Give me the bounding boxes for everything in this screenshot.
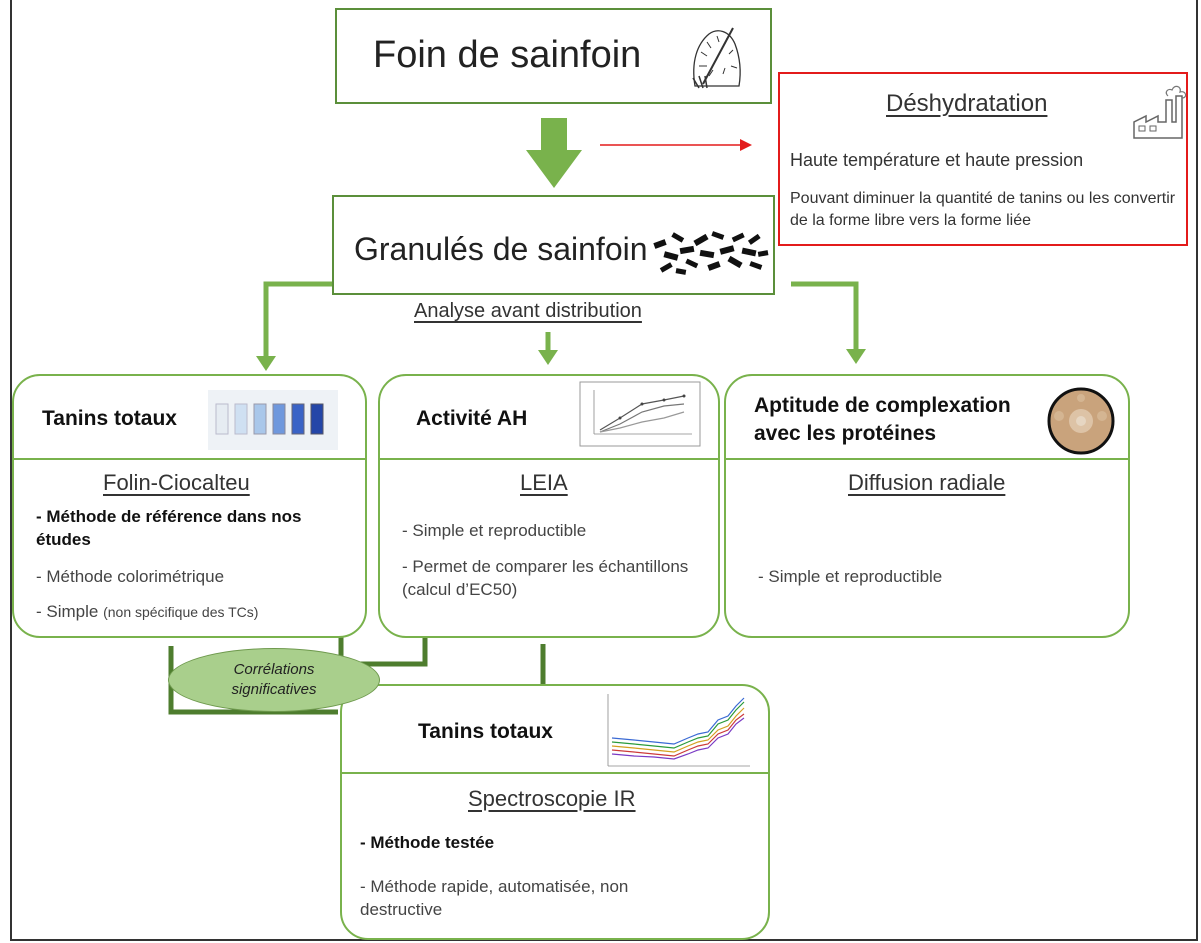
box1-item1-text: - Méthode de référence dans nos études [36,507,302,549]
line-graph-icon [579,381,701,447]
spectra-icon [607,694,750,767]
hay-box: Foin de sainfoin [335,8,772,104]
box4-method: Spectroscopie IR [468,786,636,811]
box2-item2: - Permet de comparer les échantillons (c… [402,557,689,599]
box3-item1: - Simple et reproductible [758,567,943,586]
analysis-label: Analyse avant distribution [414,300,642,322]
box1-item1: - Méthode de référence dans nos études [36,506,346,552]
correlation-ellipse: Corrélations significatives [168,648,380,712]
big-down-arrow [526,118,582,188]
box4-divider [342,772,768,774]
box4-item1: - Méthode testée [360,832,494,855]
correlation-line1: Corrélations [233,661,315,678]
figure-frame [10,0,1198,941]
box1-method: Folin-Ciocalteu [103,470,250,495]
box2-method: LEIA [520,470,568,495]
correlation-line2: significatives [231,681,317,698]
box3-divider [726,458,1128,460]
dehydration-line2: Pouvant diminuer la quantité de tanins o… [790,190,1176,229]
hay-title: Foin de sainfoin [373,34,642,76]
box1-header: Tanins totaux [42,407,177,430]
branch-left [263,281,333,358]
arrow-right-head [846,349,866,364]
box4-item2: - Méthode rapide, automatisée, non destr… [360,877,629,919]
box3-header-line1: Aptitude de complexation [754,394,1011,417]
hay-fork-icon [692,27,741,89]
ah-activity-leia-box: Activité AH LEIA - Simple et reproductib… [378,374,720,638]
box2-divider [380,458,718,460]
box1-item2: - Méthode colorimétrique [36,567,225,586]
cuvettes-icon [208,390,338,450]
branch-right [791,281,859,351]
box1-item3-main: - Simple [36,602,104,621]
petri-dish-icon [1047,387,1115,455]
box3-header-line2: avec les protéines [754,422,937,445]
dehydration-line1: Haute température et haute pression [790,150,1084,170]
total-tannins-ir-box: Tanins totaux Spectroscopie IR - Méthode… [340,684,770,940]
connector-box1-box2 [338,636,428,667]
total-tannins-folin-box: Tanins totaux Folin-Ciocalteu - Méthode … [12,374,367,638]
dehydration-title: Déshydratation [886,90,1048,117]
box4-item1-text: - Méthode testée [360,833,495,852]
arrow-left-head [256,356,276,371]
dehydration-box: Déshydratation Haute température et haut… [778,72,1188,246]
box3-method: Diffusion radiale [848,470,1006,495]
arrow-middle-head [538,350,558,365]
pellets-box: Granulés de sainfoin [332,195,775,295]
box4-header: Tanins totaux [418,720,553,743]
box1-item3-note: (non spécifique des TCs) [103,604,259,620]
protein-complexation-box: Aptitude de complexation avec les protéi… [724,374,1130,638]
red-arrow-head [740,139,752,151]
pellets-icon [653,231,769,275]
connector-box1-box4 [168,646,338,715]
box1-divider [14,458,365,460]
box1-item3: - Simple (non spécifique des TCs) [36,601,258,624]
pellets-title: Granulés de sainfoin [354,231,648,267]
box2-item1: - Simple et reproductible [402,521,587,540]
factory-icon [1133,85,1187,139]
box2-header: Activité AH [416,407,528,430]
